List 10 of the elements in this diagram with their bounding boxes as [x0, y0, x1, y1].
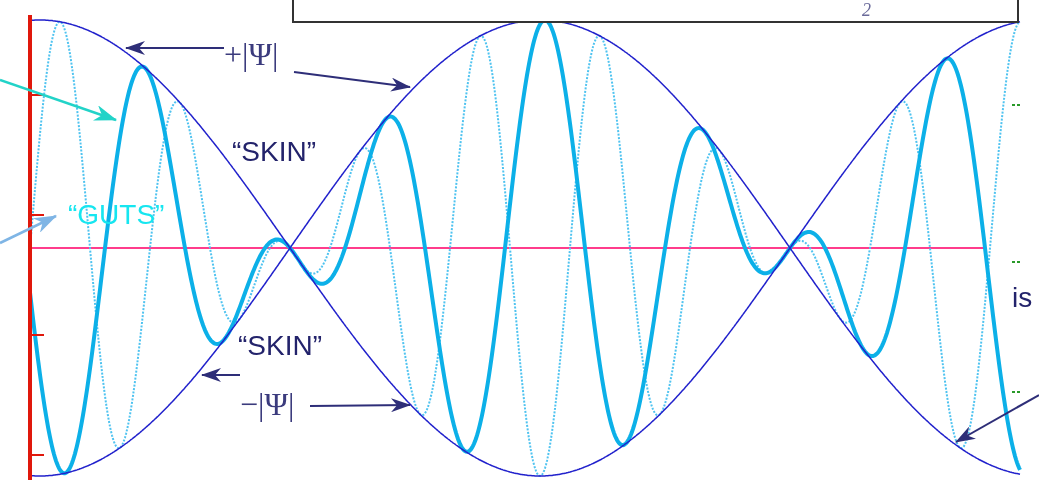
- arrow: [201, 368, 241, 382]
- skin-label: “SKIN”: [232, 138, 316, 166]
- subscript-text: 2: [862, 1, 871, 19]
- arrow: [293, 71, 411, 92]
- cut-off-text: is: [1012, 284, 1033, 312]
- arrow: [125, 41, 225, 55]
- psi-minus-label: −|Ψ|: [240, 388, 310, 420]
- skin-label: “SKIN”: [238, 332, 322, 360]
- arrow: [309, 398, 411, 413]
- psi-plus-label: +|Ψ|: [224, 38, 294, 70]
